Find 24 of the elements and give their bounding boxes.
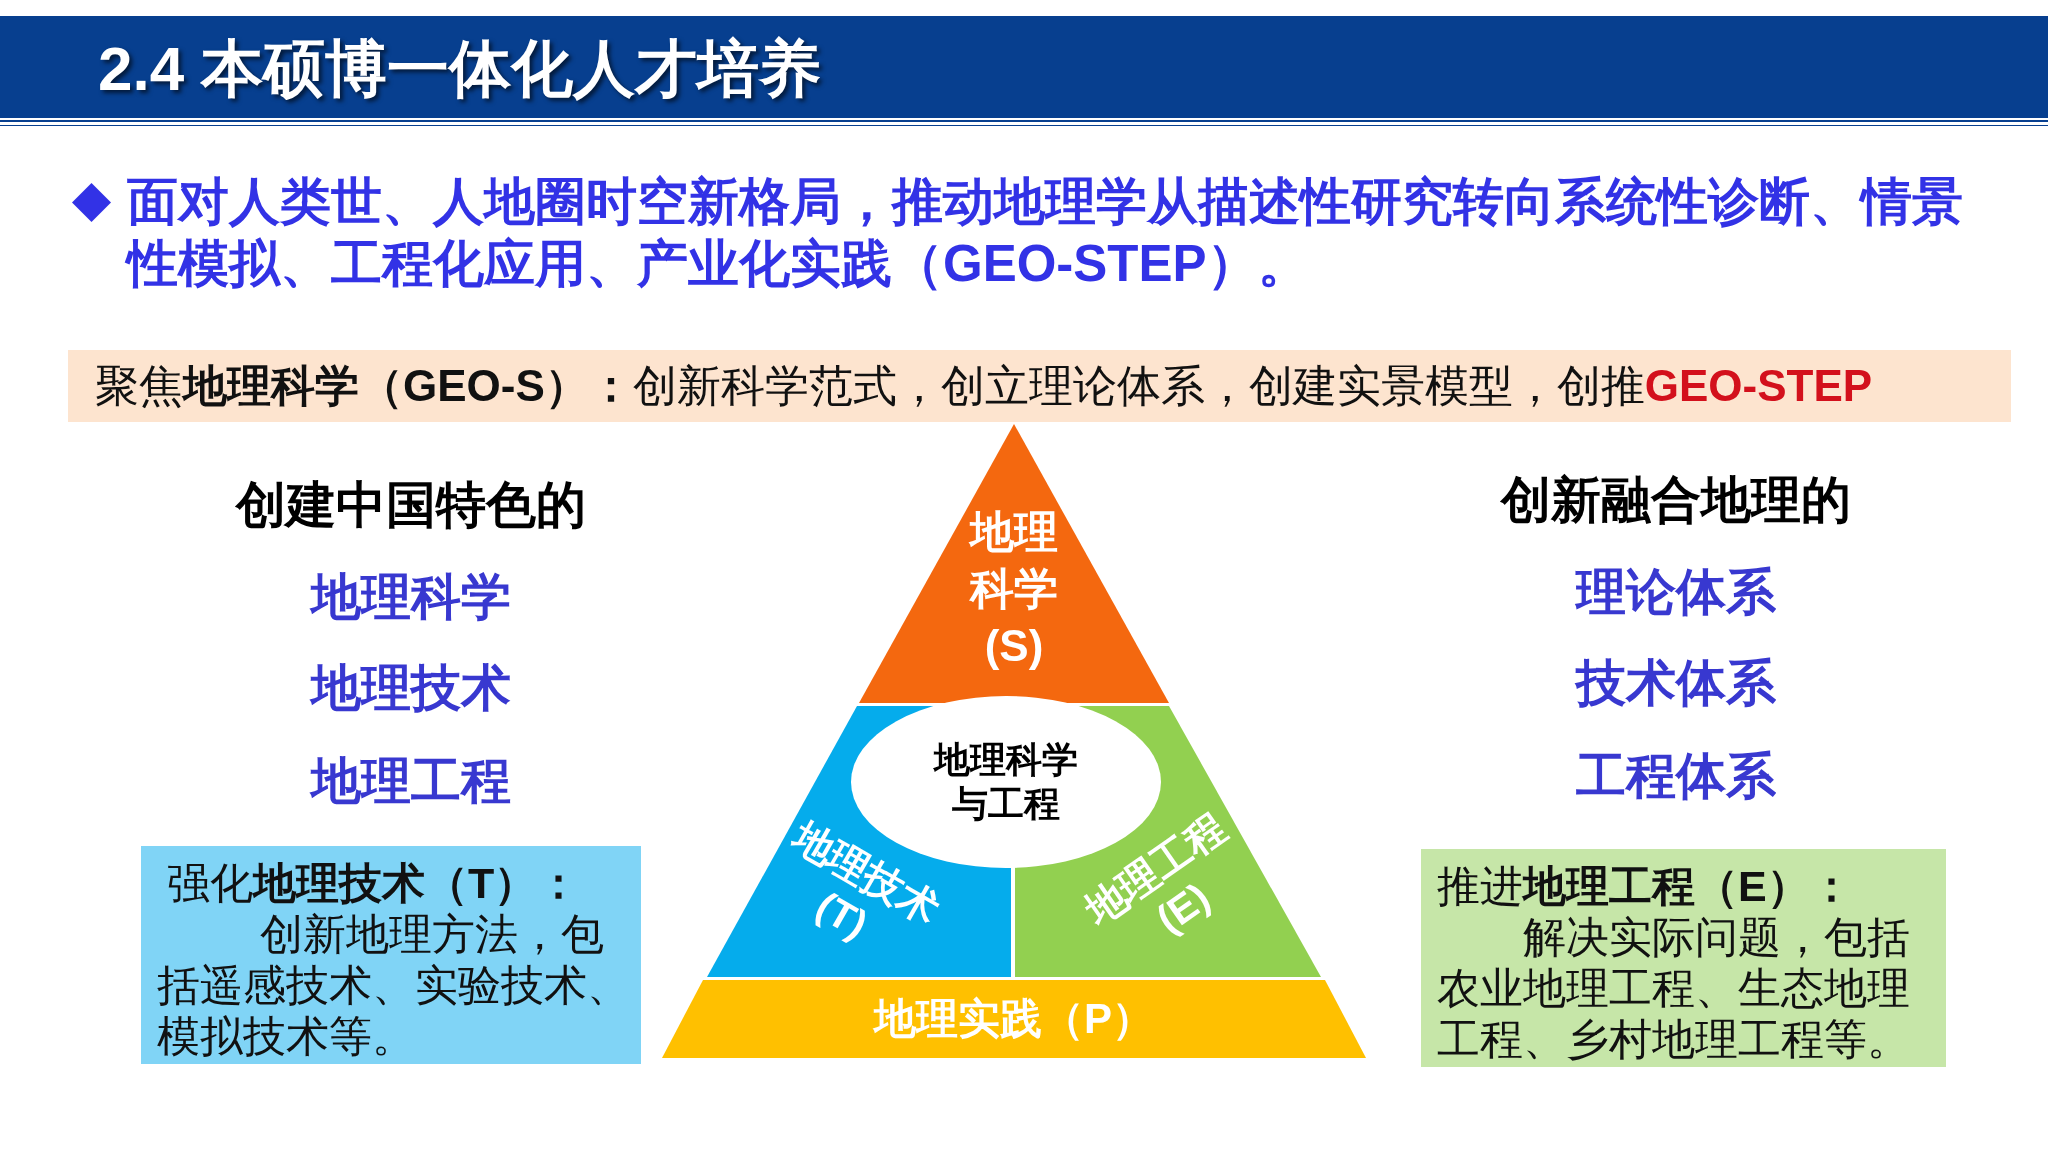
segment-label: 地理工程(E) xyxy=(1076,803,1235,943)
box-text: 创新地理方法，包括遥感技术、实验技术、模拟技术等。 xyxy=(157,909,631,1062)
intro-paragraph: 面对人类世、人地圈时空新格局，推动地理学从描述性研究转向系统性诊断、情景性模拟、工程化应用、产业化实践（GEO-STEP）。 xyxy=(127,172,1964,294)
apex-triangle xyxy=(859,424,1169,703)
slide-title: 2.4 本硕博一体化人才培养 xyxy=(98,38,822,100)
highlight-text: GEO-STEP xyxy=(1644,360,1873,412)
box-heading: 推进地理工程（E）： xyxy=(1437,861,1853,912)
column-heading: 创建中国特色的 xyxy=(236,476,586,535)
info-card xyxy=(141,846,641,1064)
item-text: 技术体系 xyxy=(1576,654,1776,713)
base-label: 地理实践（P） xyxy=(874,994,1154,1044)
box-text: 解决实际问题，包括农业地理工程、生态地理工程、乡村地理工程等。 xyxy=(1437,912,1911,1065)
column-heading: 创新融合地理的 xyxy=(1501,471,1851,530)
band-text: 聚焦地理科学（GEO-S）：创新科学范式，创立理论体系，创建实景模型，创推 xyxy=(95,360,1645,412)
item-text: 工程体系 xyxy=(1576,747,1776,806)
segment-label: 地理科学(S) xyxy=(967,505,1059,672)
item-text: 理论体系 xyxy=(1576,563,1776,622)
base-band xyxy=(662,980,1366,1058)
highlight-band xyxy=(68,350,2011,422)
item-text: 地理技术 xyxy=(311,659,511,718)
box-heading: 强化地理技术（T）： xyxy=(166,858,581,909)
item-text: 地理科学 xyxy=(311,568,511,627)
item-text: 地理工程 xyxy=(311,752,511,811)
info-card xyxy=(1421,849,1946,1067)
